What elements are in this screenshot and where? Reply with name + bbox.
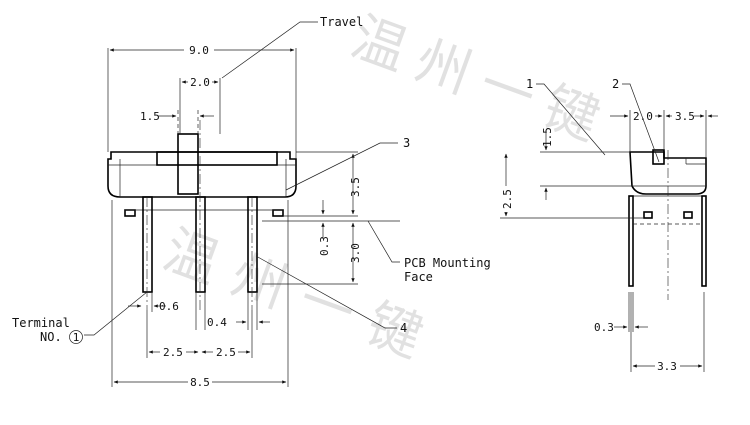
side-knob-top [652,149,665,165]
front-view: 9.0 2.0 Travel 1.5 3.5 3.0 0.3 3 PCB Mou… [12,15,491,389]
dim-pin-length: 3.0 [349,243,362,263]
dim-pin-width: 0.6 [159,300,179,313]
front-pin-middle [195,196,206,293]
side-dim-left-width: 2.0 [633,110,653,123]
terminal-label: Terminal [12,316,70,330]
terminal-leader [84,291,148,336]
callout-4: 4 [400,321,407,335]
terminal-number: 1 [73,331,80,344]
side-dim-knob-height: 1.5 [541,127,554,147]
terminal-no-label: NO. [40,330,62,344]
front-housing [107,151,297,198]
front-knob [177,133,199,195]
dim-pitch-right: 2.5 [216,346,236,359]
dim-travel: 2.0 [190,76,210,89]
callout-3-leader [285,142,398,191]
travel-leader [221,21,318,79]
callout-1: 1 [526,77,533,91]
front-pin-left [142,196,153,293]
callout-2-leader [622,83,660,163]
dim-overall-width: 9.0 [189,44,209,57]
dim-pcb-offset: 0.3 [318,236,331,256]
side-pin-right [701,195,707,287]
side-foot-right [683,211,693,219]
dim-pin-gap: 0.4 [207,316,227,329]
pcb-face-label-1: PCB Mounting [404,256,491,270]
side-foot-left [643,211,653,219]
dim-base-width: 8.5 [190,376,210,389]
callout-2: 2 [612,77,619,91]
front-right-foot [272,209,284,217]
dim-pitch-left: 2.5 [163,346,183,359]
side-dim-pin-span: 3.3 [657,360,677,373]
callout-4-leader [255,255,397,329]
watermark-text-bottom: 温州一键 [156,218,448,376]
pcb-face-leader [367,220,400,263]
travel-label: Travel [320,15,363,29]
side-pin-left [628,195,634,287]
terminal-number-circle [69,330,83,344]
watermark-text-top: 温州一键 [344,5,621,157]
dim-body-height: 3.5 [349,177,362,197]
callout-3: 3 [403,136,410,150]
side-dim-pin-thickness: 0.3 [594,321,614,334]
front-slider [156,151,278,166]
side-view: 2.0 3.5 1.5 2.5 1 2 0.3 3.3 [500,77,718,373]
front-left-foot [124,209,136,217]
side-dim-overall-height: 2.5 [501,189,514,209]
front-pin-right [247,196,258,293]
pcb-face-label-2: Face [404,270,433,284]
dim-knob-width: 1.5 [140,110,160,123]
callout-1-leader [536,83,606,156]
side-dim-right-width: 3.5 [675,110,695,123]
